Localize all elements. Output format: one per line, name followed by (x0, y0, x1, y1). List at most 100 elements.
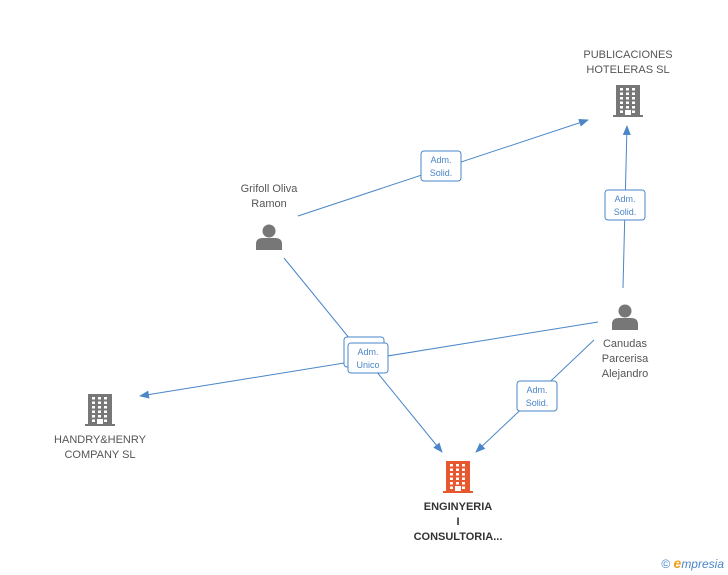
node-label: I (456, 516, 459, 528)
building-window (632, 97, 635, 100)
building-window (92, 397, 95, 400)
node-label: HOTELERAS SL (586, 64, 669, 76)
edge-label-box (347, 342, 389, 374)
building-window (104, 415, 107, 418)
brand-logo-text: mpresia (681, 557, 724, 571)
building-window (98, 415, 101, 418)
node-enginyeria[interactable]: ENGINYERIA I CONSULTORIA... (414, 461, 503, 543)
node-label: Canudas (603, 338, 648, 350)
building-window (462, 482, 465, 485)
node-label: Parcerisa (602, 353, 649, 365)
person-head (618, 304, 632, 318)
building-window (92, 401, 95, 404)
building-window (626, 88, 629, 91)
building-window (632, 106, 635, 109)
node-label: COMPANY SL (64, 449, 135, 461)
building-window (462, 486, 465, 489)
person-icon (612, 304, 638, 330)
building-window (450, 486, 453, 489)
node-publicaciones[interactable]: PUBLICACIONES HOTELERAS SL (583, 49, 673, 117)
building-window (98, 401, 101, 404)
building-window (462, 468, 465, 471)
building-window (462, 464, 465, 467)
person-body (612, 318, 638, 330)
building-window (92, 406, 95, 409)
person-icon (256, 224, 282, 250)
building-window (104, 406, 107, 409)
brand-logo-e: e (673, 555, 682, 571)
building-window (626, 92, 629, 95)
building-window (450, 473, 453, 476)
node-label: CONSULTORIA... (414, 531, 503, 543)
node-label: HANDRY&HENRY (54, 434, 147, 446)
building-window (450, 464, 453, 467)
building-window (462, 477, 465, 480)
building-door (625, 110, 631, 115)
building-window (462, 473, 465, 476)
building-window (104, 419, 107, 422)
edge-label-line: Adm. (614, 194, 635, 204)
building-door (455, 486, 461, 491)
building-window (450, 477, 453, 480)
building-window (456, 473, 459, 476)
nodes-layer: PUBLICACIONES HOTELERAS SL Grifoll OlivaRa… (54, 49, 673, 543)
building-window (104, 401, 107, 404)
building-icon (85, 394, 115, 426)
edge-label-line: Adm. (357, 347, 378, 357)
edge-label-line: Solid. (614, 207, 637, 217)
building-icon (443, 461, 473, 493)
building-window (456, 464, 459, 467)
building-window (92, 410, 95, 413)
building-window (632, 110, 635, 113)
building-base (85, 424, 115, 426)
edge-label-canudas-to-handry[interactable]: Adm.Unico (347, 342, 389, 374)
building-window (632, 101, 635, 104)
building-base (443, 491, 473, 493)
building-window (632, 92, 635, 95)
edge-label-line: Adm. (430, 155, 451, 165)
node-label: Alejandro (602, 368, 648, 380)
building-window (620, 92, 623, 95)
building-window (104, 397, 107, 400)
building-window (104, 410, 107, 413)
node-label: PUBLICACIONES (583, 49, 672, 61)
person-body (256, 238, 282, 250)
building-window (92, 419, 95, 422)
edge-label-canudas-to-publicaciones[interactable]: Adm. Solid. (604, 189, 646, 221)
building-window (98, 397, 101, 400)
node-label: Ramon (251, 198, 286, 210)
edge-label-box (516, 380, 558, 412)
building-window (456, 477, 459, 480)
copyright-symbol: © (661, 557, 671, 571)
node-handry[interactable]: HANDRY&HENRY COMPANY SL (54, 394, 147, 461)
building-window (632, 88, 635, 91)
building-window (626, 97, 629, 100)
building-window (620, 106, 623, 109)
building-window (620, 97, 623, 100)
building-icon (613, 85, 643, 117)
building-window (620, 110, 623, 113)
edge-label-box (604, 189, 646, 221)
building-window (98, 410, 101, 413)
building-window (620, 88, 623, 91)
edge-label-line: Solid. (430, 168, 453, 178)
edge-label-grifoll-to-publicaciones[interactable]: Adm. Solid. (420, 150, 462, 182)
edge-label-line: Solid. (526, 398, 549, 408)
edge-label-canudas-to-enginyeria[interactable]: Adm. Solid. (516, 380, 558, 412)
building-window (456, 468, 459, 471)
node-label: Grifoll Oliva (241, 183, 299, 195)
building-window (98, 406, 101, 409)
edge-label-line: Adm. (526, 385, 547, 395)
building-window (626, 106, 629, 109)
person-head (262, 224, 276, 238)
footer-brand: © empresia (661, 555, 724, 571)
building-base (613, 115, 643, 117)
node-label: ENGINYERIA (424, 501, 493, 513)
edge-labels-layer: Adm.Solid.Adm.Solid.Adm.UnicoAdm.UnicoAd… (343, 150, 646, 412)
building-window (450, 482, 453, 485)
building-window (456, 482, 459, 485)
building-door (97, 419, 103, 424)
